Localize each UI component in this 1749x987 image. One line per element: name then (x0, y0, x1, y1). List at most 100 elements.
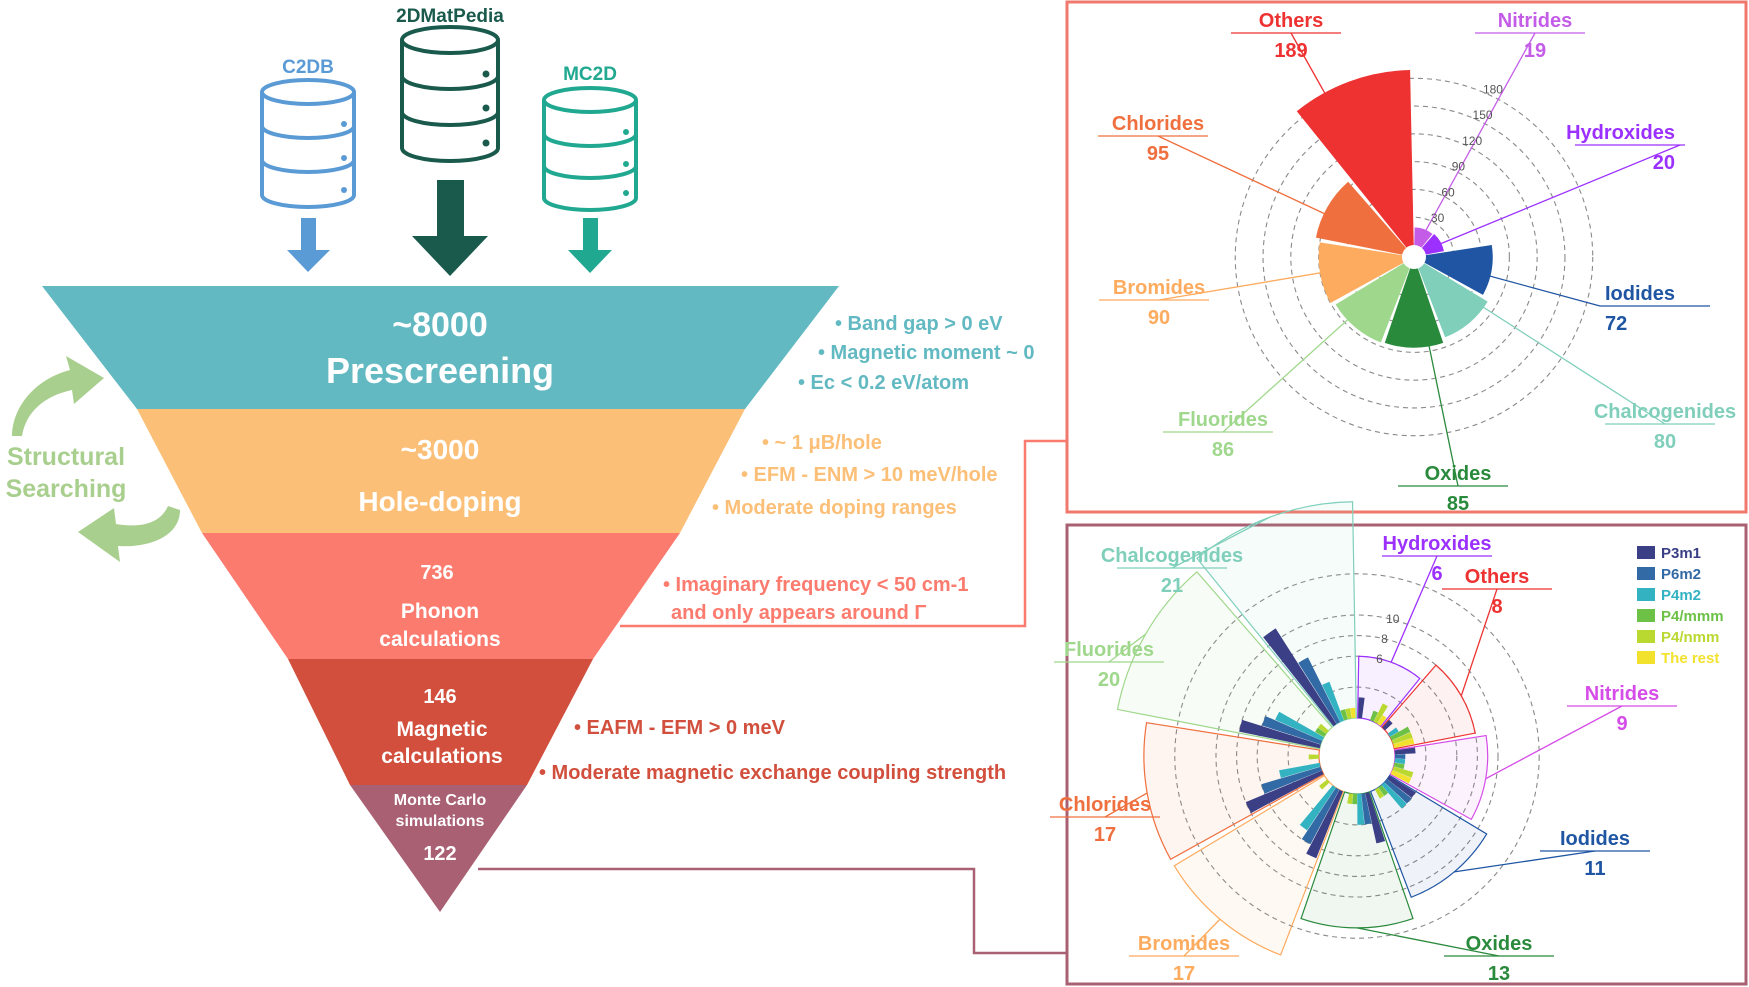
chart1-iodides-slice (1424, 244, 1493, 295)
legend-swatch (1637, 630, 1655, 643)
criterion-imaginary-frequency: • Imaginary frequency < 50 cm-1 (663, 574, 968, 596)
chart1-others-value: 189 (1274, 40, 1307, 62)
chart2-others-bar-p3m1 (1382, 719, 1393, 731)
2dmatpedia-label: 2DMatPedia (396, 6, 504, 27)
legend-swatch (1637, 609, 1655, 622)
chart2-chlorides-label: Chlorides (1059, 794, 1151, 816)
chart2-nitrides-bar-p4nmm (1392, 766, 1414, 778)
database-mc2d: MC2D (542, 64, 638, 273)
chart2-nitrides-bar-p6m2 (1394, 754, 1406, 760)
chart2-chalcogenides-bar-therest (1350, 707, 1356, 719)
stage4-name-2: calculations (381, 745, 502, 768)
chart2-iodides-bar-p4mmm (1378, 785, 1389, 796)
chart2-ring (1287, 686, 1427, 826)
chart1-nitrides-slice (1414, 227, 1433, 248)
chart2-others-bar-therest (1393, 738, 1415, 749)
chart2-oxides-bar-p3m1 (1365, 792, 1386, 844)
chart2-chlorides-sector (1143, 721, 1325, 861)
chart2-hydroxides-bar-p4nmm (1373, 703, 1388, 724)
stage3-name-1: Phonon (401, 600, 479, 623)
chart2-others-label: Others (1465, 566, 1529, 588)
chart2-hydroxides-label: Hydroxides (1383, 533, 1492, 555)
chart1-chlorides-value: 95 (1147, 143, 1169, 165)
legend-label: P3m1 (1661, 545, 1701, 562)
chart1-bromides-value: 90 (1148, 307, 1170, 329)
chart1-bromides-leader (1158, 259, 1399, 301)
structural-label-1: Structural (7, 443, 125, 471)
chart2-chalcogenides-leader (1171, 516, 1271, 569)
criterion-doping-ranges: • Moderate doping ranges (712, 497, 957, 519)
mc2d-database-icon (542, 86, 638, 212)
chart1-oxides-leader (1413, 272, 1459, 487)
chart1-chalcogenides-slice (1418, 263, 1488, 338)
chart1-chlorides-slice (1315, 181, 1407, 255)
chart1-iodides-value: 72 (1605, 313, 1627, 335)
stage2-name: Hole-doping (358, 486, 521, 517)
chart1-rtick: 90 (1452, 160, 1466, 174)
chart2-nitrides-label: Nitrides (1585, 683, 1659, 705)
criterion-eafm-efm: • EAFM - EFM > 0 meV (574, 717, 786, 739)
chart2-fluorides-value: 20 (1098, 669, 1120, 691)
chart2-oxides-value: 13 (1488, 963, 1510, 985)
chart2-chalcogenides-bar-p3m1 (1263, 628, 1337, 727)
chart2-bromides-label: Bromides (1138, 933, 1230, 955)
chart1-chalcogenides-label: Chalcogenides (1594, 401, 1736, 423)
chart2-iodides-leader (1454, 850, 1596, 873)
chart2-nitrides-bar-p4mmm (1393, 762, 1405, 770)
stage1-count: ~8000 (392, 306, 488, 344)
structural-label-2: Searching (6, 475, 127, 503)
legend-swatch (1637, 588, 1655, 601)
chart1-nitrides-leader (1418, 32, 1536, 243)
chart2-others-leader (1460, 588, 1498, 697)
chart2-ring (1174, 573, 1540, 939)
chart1-rose: Nitrides19Hydroxides20Iodides72Chalcogen… (1098, 10, 1736, 515)
chart2-chalcogenides-bar-p4nmm (1345, 708, 1352, 720)
chart2-rtick: 6 (1376, 652, 1383, 666)
chart1-iodides-leader (1429, 259, 1601, 307)
chart1-oxides-slice (1384, 268, 1444, 348)
chart2-hydroxides-sector (1357, 655, 1421, 728)
chart2-fluorides-bar-p6m2 (1261, 716, 1323, 745)
chart2-ring (1215, 614, 1499, 898)
2dmatpedia-arrow (412, 180, 488, 276)
stage1-name: Prescreening (326, 350, 554, 391)
chart2-chlorides-bar-p3m1 (1245, 770, 1324, 814)
chart2-chalcogenides-bar-p6m2 (1298, 657, 1341, 724)
legend-label: P4/mmm (1661, 608, 1724, 625)
stage3-name-2: calculations (379, 628, 500, 651)
lower-curved-arrow (78, 506, 180, 562)
chart1-chlorides-leader (1157, 135, 1401, 250)
funnel: ~8000 Prescreening ~3000 Hole-doping 736… (42, 286, 839, 912)
chart2-oxides-sector (1300, 791, 1414, 929)
chart1-fluorides-value: 86 (1212, 439, 1234, 461)
stage5-count: 122 (423, 843, 456, 865)
c2db-database-icon (260, 78, 356, 209)
chart2-chlorides-value: 17 (1094, 824, 1116, 846)
chart2-iodides-bar-p4m2 (1381, 782, 1407, 809)
chart2-fluorides-bar-p4m2 (1275, 711, 1324, 741)
chart2-hydroxides-bar-p4mmm (1369, 710, 1378, 722)
chart2-hydroxides-bar-p3m1 (1358, 697, 1365, 719)
funnel-stage-hole-doping (137, 409, 745, 533)
chart1-fluorides-slice (1335, 263, 1410, 343)
chart2-ring (1236, 635, 1478, 877)
chart1-rtick: 120 (1462, 134, 1482, 148)
chart2-fluorides-bar-p4mmm (1315, 727, 1327, 738)
chart2-hydroxides-value: 6 (1431, 563, 1442, 585)
legend-swatch (1637, 651, 1655, 664)
upper-curved-arrow (12, 356, 104, 436)
chart2-hydroxides-bar-therest (1377, 715, 1387, 727)
legend-label: P4m2 (1661, 587, 1701, 604)
chart1-others-leader (1290, 32, 1410, 243)
chart2-nitrides-bar-therest (1390, 770, 1412, 784)
chart1-nitrides-value: 19 (1524, 40, 1546, 62)
chart2-chalcogenides-bar-p4m2 (1322, 681, 1344, 722)
chart1-rtick: 30 (1431, 211, 1445, 225)
chart2-chlorides-bar-p6m2 (1261, 766, 1322, 794)
chart2-fluorides-sector (1116, 571, 1333, 750)
funnel-stage-phonon (202, 533, 680, 659)
chart2-iodides-value: 11 (1584, 858, 1605, 880)
chart2-others-sector (1381, 664, 1476, 750)
